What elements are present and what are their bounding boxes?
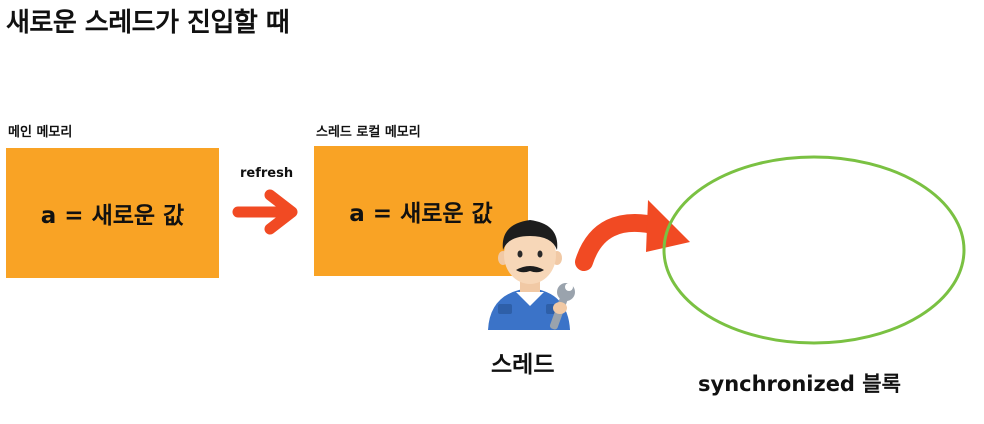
main-memory-value: a = 새로운 값	[40, 203, 185, 229]
curved-arrow-icon	[575, 200, 690, 271]
main-memory-label: 메인 메모리	[8, 125, 73, 140]
refresh-arrow-icon	[232, 189, 298, 235]
page-title: 새로운 스레드가 진입할 때	[6, 8, 290, 38]
thread-local-memory-box: a = 새로운 값	[314, 146, 528, 276]
thread-label: 스레드	[491, 352, 555, 378]
thread-local-memory-label: 스레드 로컬 메모리	[316, 125, 421, 140]
synchronized-block-label: synchronized 블록	[698, 372, 901, 396]
mechanic-person-icon	[488, 220, 575, 330]
thread-local-memory-value: a = 새로운 값	[349, 201, 493, 227]
main-memory-box: a = 새로운 값	[6, 148, 219, 278]
refresh-label: refresh	[240, 166, 294, 181]
synchronized-block-ellipse	[662, 155, 966, 345]
